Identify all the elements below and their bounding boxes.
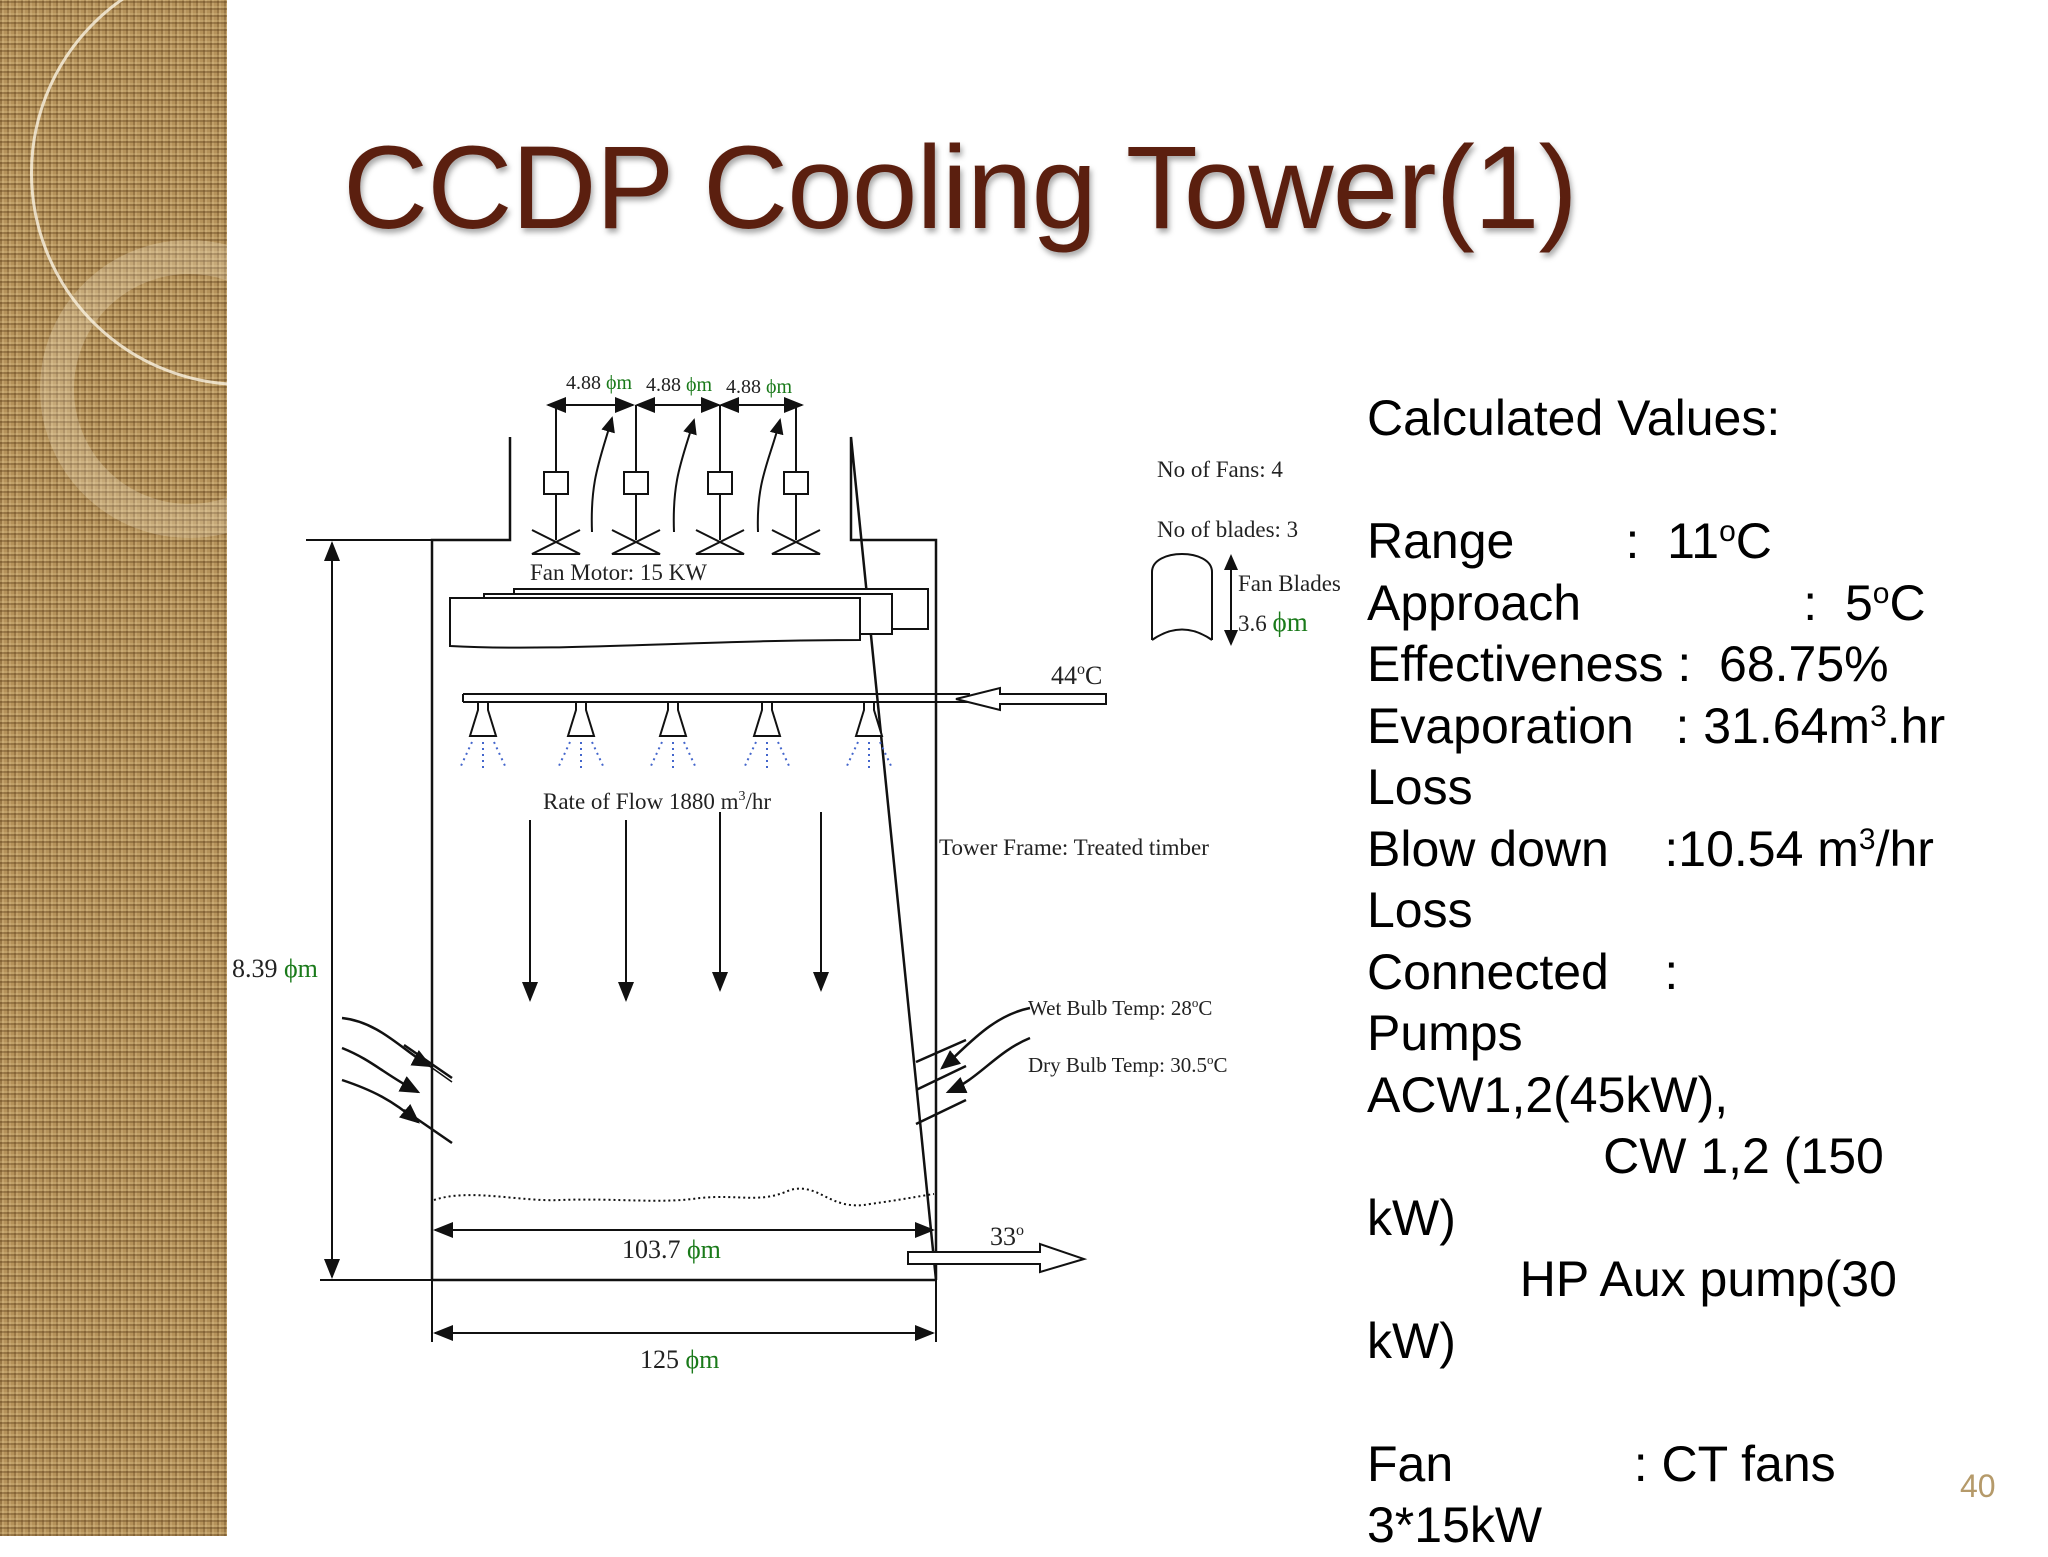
fan-blades-size: 3.6 ϕm [1238, 607, 1308, 637]
rate-of-flow: Rate of Flow 1880 m3/hr [543, 789, 771, 814]
values-heading: Calculated Values: [1367, 390, 1781, 446]
hp-end: kW) [1367, 1312, 1456, 1369]
cw-end: kW) [1367, 1189, 1456, 1246]
water-surface [433, 1187, 935, 1207]
spray-nozzle [459, 701, 507, 769]
cw-row: CW 1,2 (150 [1367, 1128, 1884, 1184]
calculated-values: Calculated Values: Range : 11oC Approach… [1367, 388, 2007, 1557]
tower-frame-label: Tower Frame: Treated timber [939, 835, 1209, 860]
outlet-arrow [907, 1242, 1088, 1274]
wet-bulb-temp: Wet Bulb Temp: 28oC [1028, 995, 1212, 1020]
fan-row: Fan : CT fans [1367, 1435, 1836, 1492]
fan-row-2: 3*15kW [1367, 1497, 1543, 1553]
tower-outline [430, 436, 938, 1281]
fan-spacing-3: 4.88 ϕm [726, 376, 793, 398]
connected-row: Connected : [1367, 943, 1679, 1000]
fan-motor-label: Fan Motor: 15 KW [530, 560, 707, 585]
page-number: 40 [1960, 1468, 1996, 1504]
burlap-sidebar [0, 0, 227, 1536]
spray-nozzle [743, 701, 791, 769]
no-of-blades: No of blades: 3 [1157, 517, 1298, 542]
hp-row: HP Aux pump(30 [1367, 1251, 1897, 1307]
pumps-row: Pumps [1367, 1005, 1523, 1061]
no-of-fans: No of Fans: 4 [1157, 457, 1283, 482]
evaporation-row: Evaporation : 31.64m3.hr [1367, 697, 1946, 754]
spray-nozzle [845, 701, 893, 769]
fan-spacing-1: 4.88 ϕm [566, 372, 633, 394]
spray-nozzle [649, 701, 697, 769]
outlet-temp: 33o [990, 1222, 1024, 1251]
blowdown-loss: Loss [1367, 882, 1473, 938]
dry-bulb-temp: Dry Bulb Temp: 30.5oC [1028, 1052, 1228, 1077]
fan-blade-icon [1151, 553, 1213, 641]
acw-row: ACW1,2(45kW), [1367, 1066, 1729, 1123]
slide-title: CCDP Cooling Tower(1) [343, 122, 1578, 254]
evaporation-loss: Loss [1367, 759, 1473, 815]
fan-unit [771, 405, 821, 555]
fan-blades-label: Fan Blades [1238, 571, 1341, 596]
fan-spacing-2: 4.88 ϕm [646, 374, 713, 396]
height-label: 8.39 ϕm [232, 954, 318, 983]
approach-row: Approach : 5oC [1367, 574, 1926, 631]
range-row: Range : 11oC [1367, 513, 1772, 569]
spray-nozzle [557, 701, 605, 769]
effectiveness-row: Effectiveness : 68.75% [1367, 636, 1889, 692]
base-width: 125 ϕm [640, 1345, 719, 1374]
blowdown-row: Blow down :10.54 m3/hr [1367, 820, 1934, 877]
fan-unit [695, 405, 784, 555]
fan-unit [611, 405, 697, 555]
basin-width: 103.7 ϕm [622, 1235, 721, 1264]
fan-unit [531, 405, 615, 555]
inlet-temp: 44oC [1051, 661, 1102, 690]
